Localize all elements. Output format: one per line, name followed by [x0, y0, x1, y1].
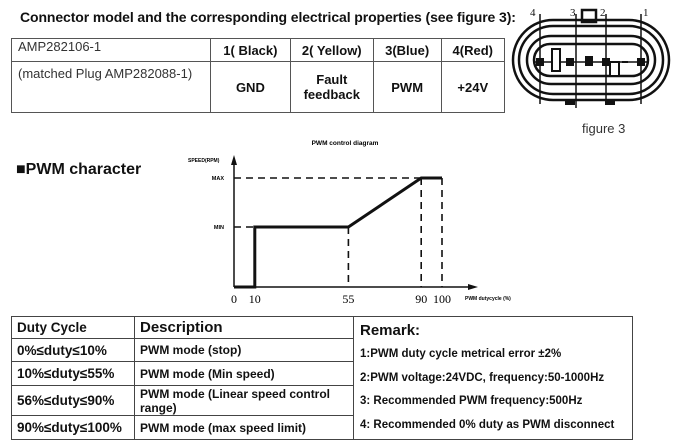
y-axis-arrow [231, 155, 237, 165]
connector-table: AMP282106-1 1( Black) 2( Yellow) 3(Blue)… [11, 38, 506, 113]
x-axis-arrow [468, 284, 478, 290]
pin-2-label: 2( Yellow) [289, 38, 374, 62]
x-tick-100: 100 [433, 292, 451, 306]
table-row: 56%≤duty≤90%PWM mode (Linear speed contr… [11, 385, 633, 417]
remark-4: 4: Recommended 0% duty as PWM disconnect [360, 418, 615, 431]
pwm-character-heading: ■PWM character [16, 161, 142, 178]
remark-title: Remark: [360, 322, 421, 339]
x-tick-10: 10 [249, 292, 261, 306]
duty-description: PWM mode (Min speed) [134, 361, 354, 387]
y-tick-max: MAX [212, 176, 225, 182]
chart-title: PWM control diagram [312, 140, 379, 147]
figure-caption: figure 3 [582, 121, 626, 136]
duty-description: PWM mode (Linear speed control range) [134, 385, 354, 417]
pin-number-4: 4 [530, 7, 536, 19]
speed-curve [234, 176, 442, 289]
table-row: 90%≤duty≤100%PWM mode (max speed limit) [11, 415, 633, 440]
pin-number-2: 2 [600, 7, 606, 19]
remarks-cell: Remark: 1:PWM duty cycle metrical error … [353, 316, 633, 440]
x-tick-90: 90 [415, 292, 427, 306]
x-tick-55: 55 [342, 292, 354, 306]
pin-number-1: 1 [643, 7, 649, 19]
pin-2-function: Fault feedback [289, 61, 374, 113]
x-axis-label: PWM dutycycle (%) [465, 296, 511, 302]
duty-range: 56%≤duty≤90% [11, 385, 135, 417]
pin-3-function: PWM [372, 61, 442, 113]
description-header: Description [134, 316, 354, 339]
duty-range: 90%≤duty≤100% [11, 415, 135, 440]
model-cell: AMP282106-1 [11, 38, 211, 62]
pin-3-label: 3(Blue) [372, 38, 442, 62]
duty-description: PWM mode (stop) [134, 337, 354, 363]
remark-1: 1:PWM duty cycle metrical error ±2% [360, 348, 562, 360]
pin-number-3: 3 [570, 7, 576, 19]
section-title: Connector model and the corresponding el… [20, 9, 516, 25]
y-tick-min: MIN [214, 225, 224, 231]
pin-4-function: +24V [440, 61, 506, 113]
duty-range: 0%≤duty≤10% [11, 337, 135, 363]
y-axis-label: SPEED(RPM) [188, 158, 220, 164]
matched-plug-cell: (matched Plug AMP282088-1) [11, 61, 211, 113]
duty-description: PWM mode (max speed limit) [134, 415, 354, 440]
x-tick-0: 0 [231, 292, 237, 306]
pwm-control-chart: PWM control diagram SPEED(RPM) PWM dutyc… [188, 140, 511, 306]
pin-1-label: 1( Black) [210, 38, 291, 62]
remark-2: 2:PWM voltage:24VDC, frequency:50-1000Hz [360, 371, 605, 384]
table-row: 10%≤duty≤55%PWM mode (Min speed) [11, 361, 633, 387]
duty-cycle-header: Duty Cycle [11, 316, 135, 339]
duty-cycle-table: Duty Cycle Description Remark: 1:PWM dut… [11, 316, 633, 440]
connector-diagram: 4 3 2 1 [511, 7, 671, 108]
pin-4-label: 4(Red) [440, 38, 506, 62]
remark-3: 3: Recommended PWM frequency:500Hz [360, 395, 583, 407]
duty-range: 10%≤duty≤55% [11, 361, 135, 387]
pin-1-function: GND [210, 61, 291, 113]
table-row: 0%≤duty≤10%PWM mode (stop) [11, 337, 633, 363]
